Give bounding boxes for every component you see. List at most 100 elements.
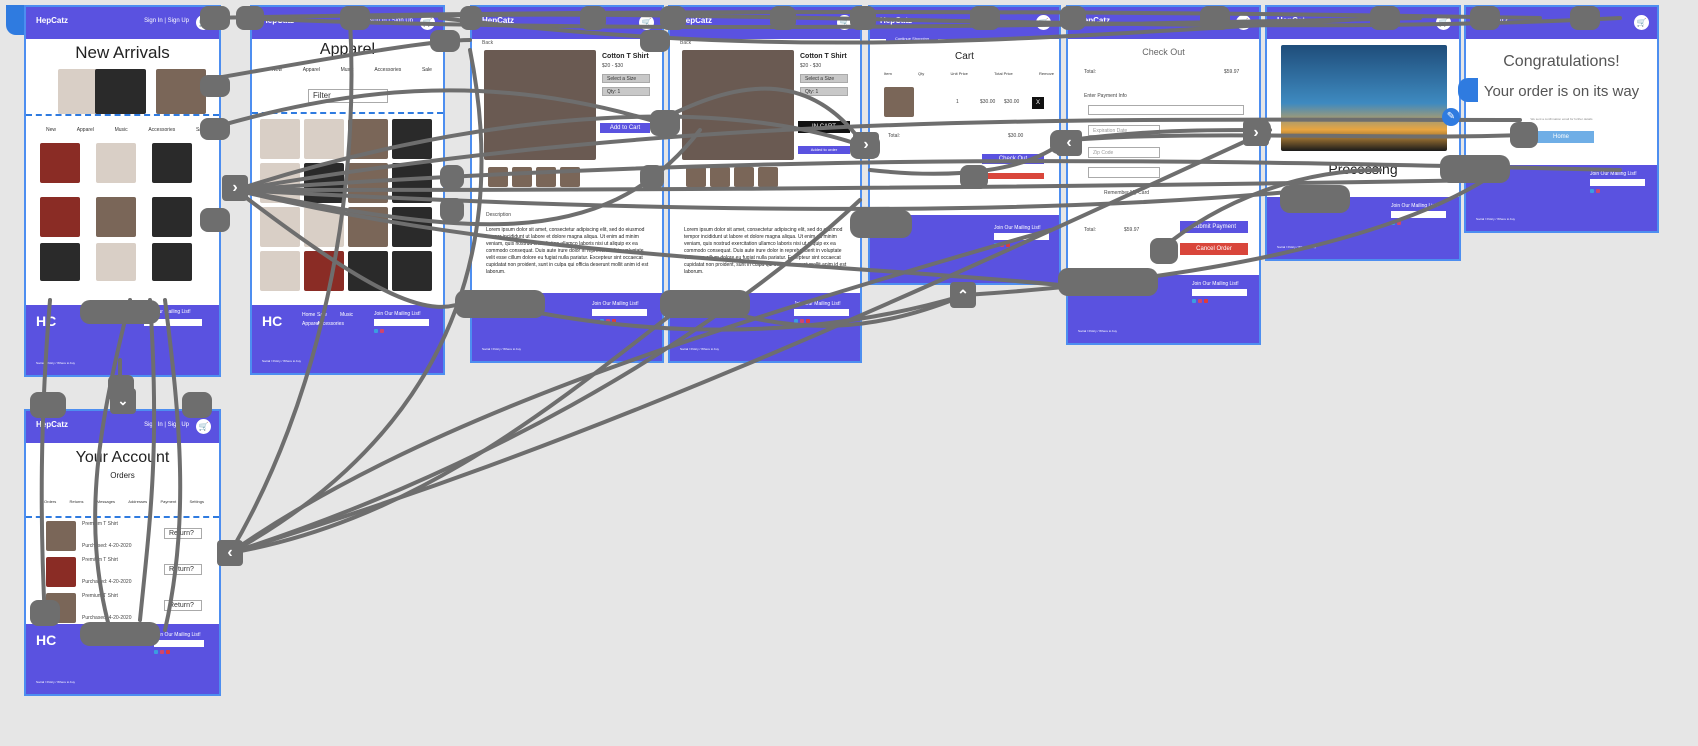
hotspot[interactable] bbox=[440, 165, 464, 189]
instagram-icon[interactable] bbox=[800, 319, 804, 323]
product-image[interactable] bbox=[304, 119, 344, 159]
product-image[interactable] bbox=[156, 69, 206, 114]
filter-input[interactable]: Filter bbox=[308, 89, 388, 103]
hotspot[interactable] bbox=[1440, 155, 1510, 183]
product-image[interactable] bbox=[152, 143, 192, 183]
product-image[interactable] bbox=[40, 197, 80, 237]
hotspot[interactable] bbox=[80, 300, 160, 324]
return-button[interactable]: Return? bbox=[164, 564, 202, 575]
order-image[interactable] bbox=[46, 521, 76, 551]
hotspot[interactable] bbox=[455, 290, 545, 318]
product-image[interactable] bbox=[152, 197, 192, 237]
twitter-icon[interactable] bbox=[794, 319, 798, 323]
hotspot[interactable] bbox=[970, 6, 1000, 30]
product-image[interactable] bbox=[392, 251, 432, 291]
size-select[interactable]: Select a Size bbox=[800, 74, 848, 83]
product-image[interactable] bbox=[152, 243, 192, 281]
product-alt-image[interactable] bbox=[710, 167, 730, 187]
chevron-left-icon[interactable]: ‹ bbox=[217, 540, 243, 566]
hotspot[interactable] bbox=[1150, 238, 1178, 264]
nav-music[interactable]: Music bbox=[114, 127, 128, 133]
hotspot[interactable] bbox=[30, 600, 60, 626]
nav-new[interactable]: New bbox=[272, 67, 283, 73]
tab-addresses[interactable]: Addresses bbox=[128, 499, 148, 504]
youtube-icon[interactable] bbox=[806, 319, 810, 323]
hotspot[interactable] bbox=[770, 6, 796, 30]
zip-field[interactable]: Zip Code bbox=[1088, 147, 1160, 158]
hotspot[interactable] bbox=[30, 392, 66, 418]
hotspot[interactable] bbox=[1058, 268, 1158, 296]
hotspot[interactable] bbox=[640, 165, 664, 189]
instagram-icon[interactable] bbox=[1397, 221, 1401, 225]
home-button[interactable]: Home bbox=[1528, 131, 1594, 143]
hotspot[interactable] bbox=[1060, 6, 1086, 30]
instagram-icon[interactable] bbox=[160, 650, 164, 654]
return-button[interactable]: Return? bbox=[164, 528, 202, 539]
hotspot[interactable] bbox=[200, 75, 230, 97]
twitter-icon[interactable] bbox=[154, 650, 158, 654]
product-image[interactable] bbox=[40, 243, 80, 281]
chevron-down-icon[interactable]: ⌄ bbox=[110, 388, 136, 414]
mailing-list-input[interactable] bbox=[794, 309, 849, 316]
remember-card-label[interactable]: Remember My Card bbox=[1104, 190, 1150, 196]
product-image[interactable] bbox=[348, 251, 388, 291]
tab-payment[interactable]: Payment bbox=[160, 499, 177, 504]
instagram-icon[interactable] bbox=[1198, 299, 1202, 303]
back-link[interactable]: Back bbox=[680, 40, 692, 46]
mailing-list-input[interactable] bbox=[144, 319, 202, 326]
brand-logo[interactable]: HepCatz bbox=[482, 16, 515, 25]
youtube-icon[interactable] bbox=[612, 319, 616, 323]
hotspot[interactable] bbox=[80, 622, 160, 646]
hotspot[interactable] bbox=[460, 6, 482, 30]
brand-logo[interactable]: HepCatz bbox=[36, 16, 69, 25]
nav-new[interactable]: New bbox=[46, 127, 57, 133]
hotspot[interactable] bbox=[182, 392, 212, 418]
sign-in-link[interactable]: Sign In | Sign Up bbox=[144, 18, 189, 24]
product-image[interactable] bbox=[260, 119, 300, 159]
product-image[interactable] bbox=[40, 143, 80, 183]
cart-icon[interactable]: 🛒 bbox=[1634, 15, 1649, 30]
mailing-list-input[interactable] bbox=[1590, 179, 1645, 186]
youtube-icon[interactable] bbox=[1204, 299, 1208, 303]
hotspot[interactable] bbox=[1470, 6, 1500, 30]
nav-apparel[interactable]: Apparel bbox=[302, 67, 320, 73]
brand-logo[interactable]: HepCatz bbox=[36, 420, 69, 429]
cart-icon[interactable]: 🛒 bbox=[196, 419, 211, 434]
product-image[interactable] bbox=[95, 69, 146, 114]
hotspot[interactable] bbox=[200, 6, 230, 30]
hotspot[interactable] bbox=[850, 210, 912, 238]
cvc-field[interactable] bbox=[1088, 167, 1160, 178]
chevron-right-icon[interactable]: › bbox=[1243, 120, 1269, 146]
twitter-icon[interactable] bbox=[1590, 189, 1594, 193]
nav-accessories[interactable]: Accessories bbox=[148, 127, 176, 133]
product-image[interactable] bbox=[96, 197, 136, 237]
footer-link[interactable]: Apparel bbox=[302, 321, 320, 327]
hotspot[interactable] bbox=[340, 6, 370, 30]
footer-link[interactable]: Music bbox=[340, 312, 354, 318]
card-number-field[interactable] bbox=[1088, 105, 1244, 115]
tab-orders[interactable]: Orders bbox=[44, 499, 57, 504]
chevron-right-icon[interactable]: › bbox=[853, 132, 879, 158]
nav-music[interactable]: Music bbox=[340, 67, 354, 73]
mailing-list-input[interactable] bbox=[592, 309, 647, 316]
nav-sale[interactable]: Sale bbox=[421, 67, 432, 73]
size-select[interactable]: Select a Size bbox=[602, 74, 650, 83]
hotspot[interactable] bbox=[236, 6, 264, 30]
cart-item-image[interactable] bbox=[884, 87, 914, 117]
hotspot[interactable] bbox=[960, 165, 988, 189]
sign-in-link[interactable]: Sign In | Sign Up bbox=[144, 422, 189, 428]
brand-logo[interactable]: HepCatz bbox=[1078, 16, 1111, 25]
hotspot[interactable] bbox=[850, 6, 876, 30]
hotspot[interactable] bbox=[660, 290, 750, 318]
qty-select[interactable]: Qty: 1 bbox=[800, 87, 848, 96]
return-button[interactable]: Return? bbox=[164, 600, 202, 611]
hotspot[interactable] bbox=[640, 30, 670, 52]
remove-item-button[interactable]: X bbox=[1032, 97, 1044, 109]
order-image[interactable] bbox=[46, 557, 76, 587]
instagram-icon[interactable] bbox=[606, 319, 610, 323]
chevron-up-icon[interactable]: ⌃ bbox=[950, 282, 976, 308]
checkout-button[interactable]: Check Out bbox=[982, 154, 1044, 164]
hotspot[interactable] bbox=[1370, 6, 1400, 30]
instagram-icon[interactable] bbox=[380, 329, 384, 333]
product-image[interactable] bbox=[304, 251, 344, 291]
